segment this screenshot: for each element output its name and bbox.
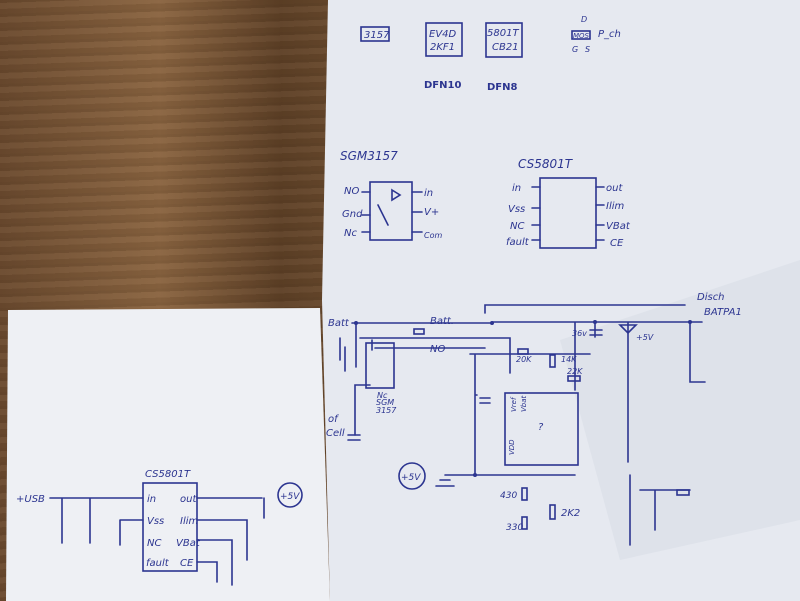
svg-text:NO: NO	[344, 186, 359, 197]
svg-text:3157: 3157	[364, 30, 390, 41]
svg-text:EV4D: EV4D	[429, 29, 457, 40]
svg-text:Ilim: Ilim	[606, 201, 625, 212]
paper-left	[6, 308, 330, 601]
svg-text:Vss: Vss	[508, 204, 525, 215]
svg-text:20K: 20K	[516, 355, 532, 364]
svg-text:CS5801T: CS5801T	[145, 469, 191, 480]
left-schematic: +USB CS5801T in out Vss Ilim NC VBat fau…	[16, 469, 303, 586]
svg-text:BATPA1: BATPA1	[704, 307, 742, 318]
svg-text:SGM: SGM	[376, 398, 394, 407]
svg-text:+5V: +5V	[636, 333, 654, 342]
svg-text:in: in	[147, 494, 156, 505]
svg-text:in: in	[424, 188, 433, 199]
svg-text:fault: fault	[146, 558, 170, 569]
paper-shadow	[560, 260, 800, 560]
svg-text:MOS: MOS	[573, 32, 590, 40]
svg-text:2K2: 2K2	[561, 508, 580, 519]
svg-text:14K: 14K	[561, 355, 577, 364]
svg-text:CS5801T: CS5801T	[518, 157, 574, 171]
svg-text:?: ?	[538, 422, 544, 433]
sgm3157-pinout: SGM3157 NO Gnd Nc in V+ Com	[340, 149, 442, 241]
svg-text:430: 430	[500, 491, 517, 501]
svg-text:+USB: +USB	[16, 494, 45, 505]
svg-text:of: of	[328, 414, 339, 425]
svg-text:Disch: Disch	[697, 292, 725, 303]
svg-text:Vref: Vref	[510, 396, 518, 412]
package-dfn10: EV4D 2KF1 DFN10	[424, 22, 463, 91]
svg-text:S: S	[585, 45, 590, 54]
package-3157: 3157	[360, 26, 390, 42]
svg-text:22K: 22K	[567, 367, 583, 376]
main-schematic: Batt Batt. NO 20K 14K 22K 36v +5V Disch …	[326, 292, 742, 546]
svg-text:VBat: VBat	[176, 538, 201, 549]
svg-text:5801T: 5801T	[487, 28, 519, 39]
cs5801t-pinout: CS5801T in Vss NC fault out Ilim VBat CE	[506, 157, 631, 249]
svg-text:CB21: CB21	[492, 42, 519, 53]
svg-text:+5V: +5V	[401, 473, 421, 483]
svg-text:NC: NC	[510, 221, 524, 232]
svg-text:Nc: Nc	[377, 391, 388, 400]
svg-text:NO: NO	[430, 344, 445, 355]
svg-text:Vbat: Vbat	[520, 395, 528, 412]
svg-text:Batt: Batt	[328, 318, 350, 329]
svg-text:SGM3157: SGM3157	[340, 149, 398, 163]
svg-text:3157: 3157	[376, 406, 397, 415]
svg-text:+5V: +5V	[280, 492, 300, 502]
svg-text:DFN8: DFN8	[487, 82, 518, 93]
svg-text:out: out	[606, 183, 623, 194]
package-mosfet: MOS D G S P_ch	[571, 15, 621, 54]
svg-text:V+: V+	[424, 207, 439, 218]
svg-text:Gnd: Gnd	[342, 209, 363, 220]
svg-text:Vss: Vss	[147, 516, 164, 527]
svg-text:VDD: VDD	[508, 439, 516, 455]
svg-text:P_ch: P_ch	[598, 29, 621, 40]
svg-text:Ilim: Ilim	[180, 516, 199, 527]
svg-text:VBat: VBat	[606, 221, 631, 232]
svg-text:G: G	[572, 45, 578, 54]
svg-text:2KF1: 2KF1	[430, 42, 455, 53]
svg-text:Nc: Nc	[344, 228, 357, 239]
svg-text:fault: fault	[506, 237, 530, 248]
svg-text:330: 330	[506, 523, 523, 533]
svg-text:NC: NC	[147, 538, 161, 549]
svg-text:DFN10: DFN10	[424, 80, 461, 91]
svg-text:Com: Com	[424, 231, 442, 240]
package-dfn8: 5801T CB21 DFN8	[485, 22, 523, 93]
svg-text:in: in	[512, 183, 521, 194]
svg-text:Batt.: Batt.	[430, 316, 454, 327]
svg-text:Cell: Cell	[326, 428, 345, 439]
svg-text:D: D	[581, 15, 587, 24]
svg-text:out: out	[180, 494, 197, 505]
svg-text:36v: 36v	[572, 329, 587, 338]
svg-text:CE: CE	[180, 558, 194, 569]
svg-text:CE: CE	[610, 238, 624, 249]
